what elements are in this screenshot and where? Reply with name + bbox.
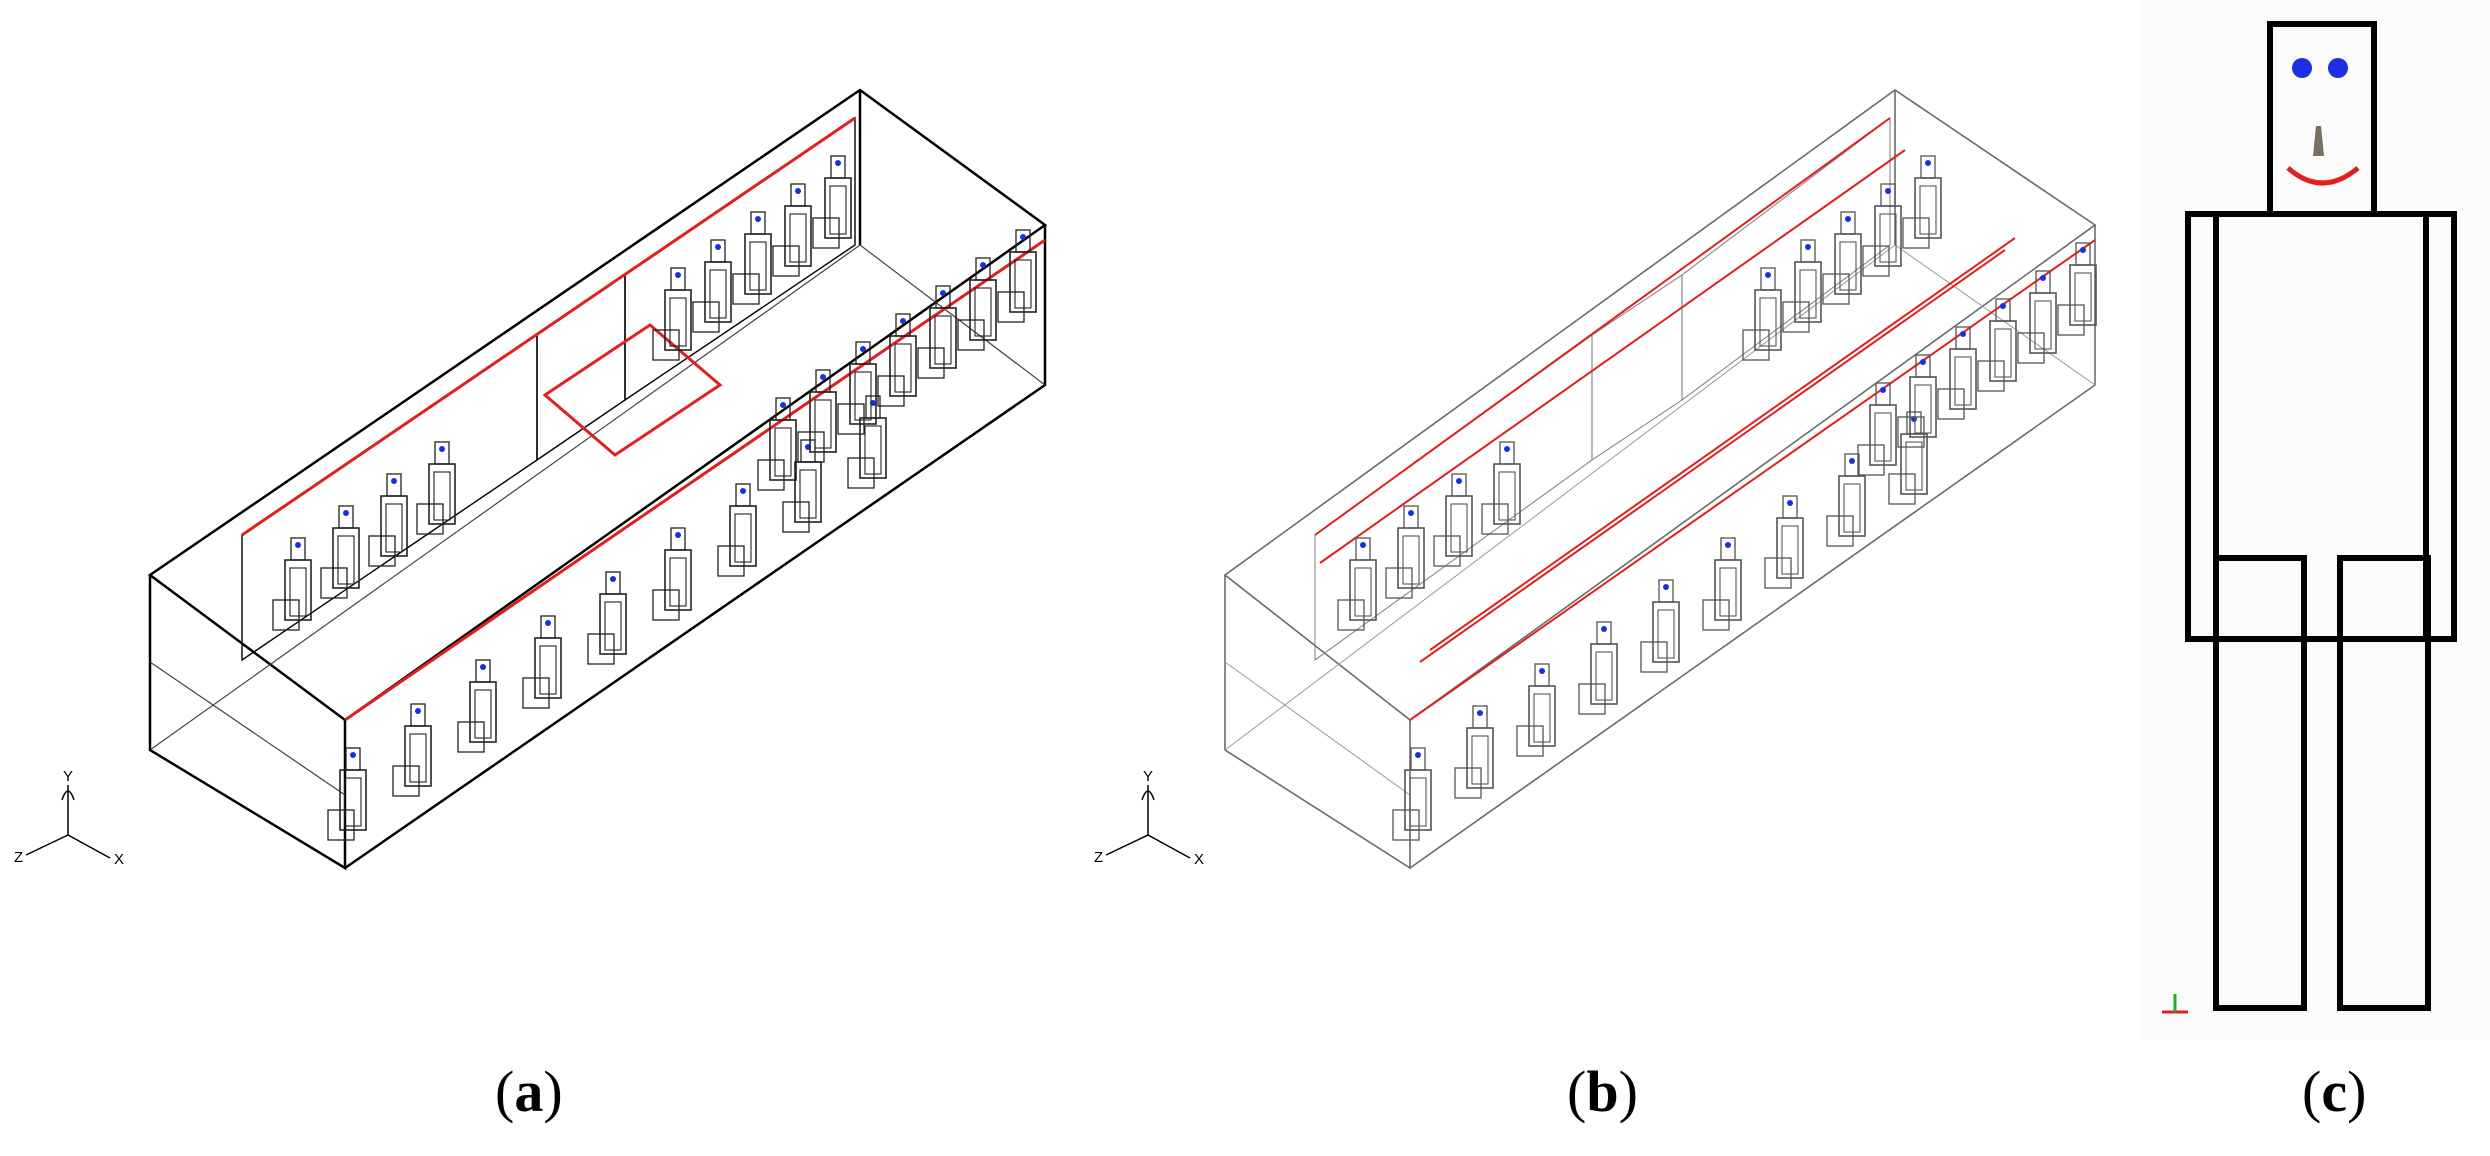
occupant-seat xyxy=(1578,621,1618,715)
occupant-seat xyxy=(272,537,312,631)
occupant-seat xyxy=(1481,441,1521,535)
human-body-model xyxy=(2162,21,2457,1014)
nose xyxy=(2313,126,2324,156)
occupant-seat xyxy=(1826,453,1866,547)
room-outline xyxy=(147,88,1048,871)
occupant-seat xyxy=(1433,473,1473,567)
heat-sources xyxy=(1314,117,2096,721)
occupant-seat xyxy=(797,369,837,463)
panel-c-human-model xyxy=(2140,0,2490,1040)
occupant-seat xyxy=(1857,382,1897,476)
occupant-seat xyxy=(2057,242,2097,336)
occupant-seat xyxy=(877,313,917,407)
occupant-seat xyxy=(997,229,1037,323)
axis-x-label: X xyxy=(114,851,124,868)
seat-rows xyxy=(1337,155,2097,841)
right-leg xyxy=(2337,555,2431,1011)
occupant-seat xyxy=(1742,267,1782,361)
heat-sources xyxy=(241,116,1046,722)
occupant-seat xyxy=(957,257,997,351)
occupant-seat xyxy=(692,239,732,333)
occupant-seat xyxy=(1902,155,1942,249)
occupant-seat xyxy=(757,397,797,491)
room-wireframe-b: Y X Z xyxy=(1094,89,2097,870)
occupant-seat xyxy=(587,571,627,665)
occupant-seat xyxy=(782,439,822,533)
occupant-seat xyxy=(416,441,456,535)
caption-b: (b) xyxy=(1567,1059,1638,1124)
torso xyxy=(2185,211,2457,642)
axis-z-label: Z xyxy=(1094,849,1103,866)
occupant-seat xyxy=(320,505,360,599)
panel-a-room-model: Y X Z xyxy=(0,0,1090,1020)
occupant-seat xyxy=(917,285,957,379)
occupant-seat xyxy=(772,183,812,277)
occupant-seat xyxy=(1392,747,1432,841)
axis-triad xyxy=(25,785,111,859)
occupant-seat xyxy=(1897,354,1937,448)
occupant-seat xyxy=(1822,211,1862,305)
occupant-seat xyxy=(1782,239,1822,333)
occupant-seat xyxy=(1337,537,1377,631)
occupant-seat xyxy=(1937,326,1977,420)
occupant-seat xyxy=(1454,705,1494,799)
occupant-seat xyxy=(1640,579,1680,673)
eyes xyxy=(2292,58,2348,78)
occupant-seat xyxy=(1977,298,2017,392)
occupant-seat xyxy=(812,155,852,249)
axis-y-label: Y xyxy=(1143,768,1153,785)
mouth xyxy=(2286,166,2360,186)
occupant-seat xyxy=(457,659,497,753)
axis-y-label: Y xyxy=(63,768,73,785)
occupant-seat xyxy=(732,211,772,305)
occupant-seat xyxy=(652,267,692,361)
occupant-seat xyxy=(847,395,887,489)
right-eye xyxy=(2328,58,2348,78)
caption-a: (a) xyxy=(495,1059,563,1124)
occupant-seat xyxy=(1702,537,1742,631)
right-arm xyxy=(2423,211,2457,642)
occupant-seat xyxy=(522,615,562,709)
occupant-seat xyxy=(837,341,877,435)
left-eye xyxy=(2292,58,2312,78)
occupant-seat xyxy=(327,747,367,841)
axis-triad xyxy=(1105,785,1191,859)
occupant-seat xyxy=(1888,411,1928,505)
occupant-seat xyxy=(1516,663,1556,757)
occupant-seat xyxy=(652,527,692,621)
room-outline xyxy=(1223,89,2097,870)
axis-x-label: X xyxy=(1194,851,1204,868)
caption-c: (c) xyxy=(2302,1059,2367,1124)
occupant-seat xyxy=(717,483,757,577)
occupant-seat xyxy=(1385,505,1425,599)
occupant-seat xyxy=(392,703,432,797)
occupant-seat xyxy=(368,473,408,567)
occupant-seat xyxy=(2017,270,2057,364)
origin-marker xyxy=(2162,994,2188,1014)
occupant-seat xyxy=(1764,495,1804,589)
axis-z-label: Z xyxy=(14,849,23,866)
seat-rows xyxy=(272,155,1037,841)
room-wireframe-a: Y X Z xyxy=(14,88,1048,871)
left-arm xyxy=(2185,211,2219,642)
left-leg xyxy=(2213,555,2307,1011)
occupant-seat xyxy=(1862,183,1902,277)
panel-b-room-model: Y X Z xyxy=(1090,0,2180,1020)
body-outline xyxy=(2185,21,2457,1011)
